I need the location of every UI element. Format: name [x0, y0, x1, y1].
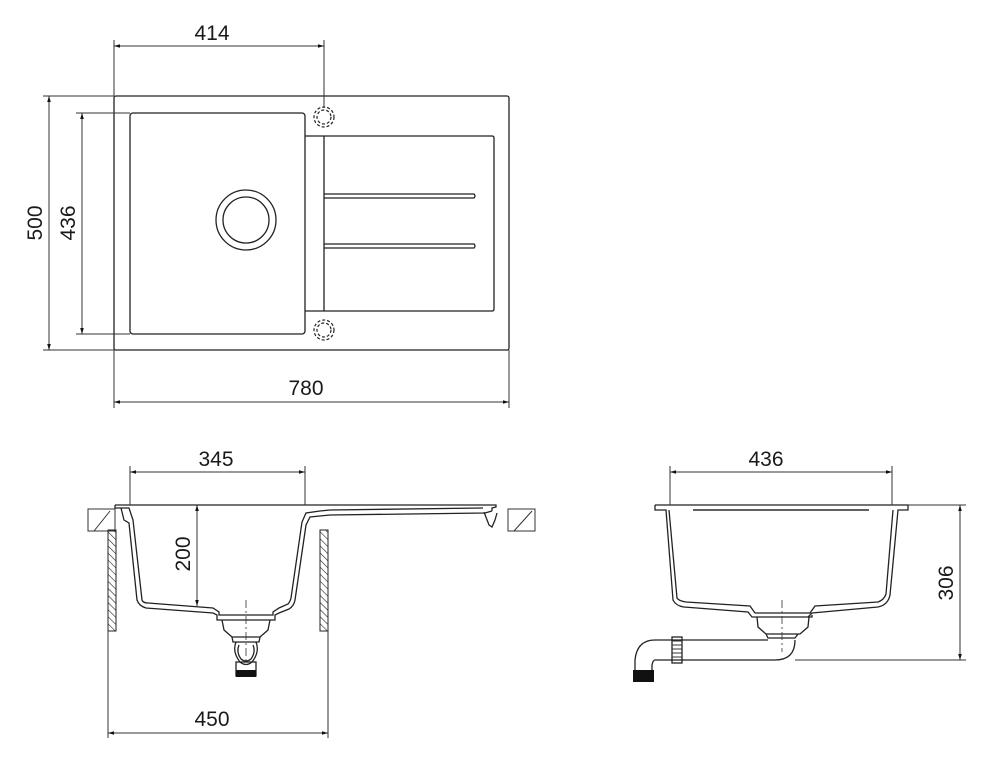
cabinet-wall-right: [319, 529, 329, 632]
tap-hole-top-icon: [313, 106, 335, 128]
drain-strainer-front: [221, 600, 271, 677]
dimension-200: 200: [172, 505, 199, 606]
dimension-label: 450: [194, 708, 229, 731]
dimension-780: 780: [113, 350, 510, 408]
cabinet-wall-left: [107, 529, 117, 632]
dimension-414: 414: [113, 22, 325, 108]
bowl-outline: [129, 112, 306, 335]
dimension-345: 345: [129, 448, 306, 505]
countertop-left: [87, 508, 116, 532]
countertop-right: [507, 508, 536, 532]
dimension-306: 306: [795, 504, 966, 661]
tap-hole-bottom-icon: [313, 319, 335, 341]
drain-hole-icon: [215, 189, 277, 251]
dimension-label: 436: [57, 205, 80, 240]
sink-outline: [113, 95, 510, 351]
dimension-label: 780: [288, 377, 323, 400]
dimension-436-side: 436: [669, 448, 893, 505]
drainboard-groove-1: [324, 193, 476, 199]
dimension-label: 500: [24, 205, 47, 240]
dimension-label: 414: [194, 22, 229, 45]
drainboard: [305, 135, 495, 312]
dimension-500: 500: [24, 95, 114, 351]
front-section-view: 345 200 450: [87, 448, 536, 738]
dimension-label: 345: [198, 448, 233, 471]
dimension-label: 436: [748, 448, 783, 471]
top-view: 414 500 436 780: [24, 22, 510, 408]
dimension-label: 200: [172, 536, 195, 571]
dimension-436-top: 436: [57, 112, 130, 335]
dimension-label: 306: [935, 565, 958, 600]
sink-profile-side: [654, 504, 909, 618]
side-section-view: 436 306: [633, 448, 966, 682]
outlet-pipe: [633, 636, 796, 682]
dimension-450: 450: [107, 631, 329, 738]
pipe-nut-icon: [671, 636, 683, 664]
drainboard-groove-2: [324, 243, 476, 249]
drain-strainer-side: [756, 600, 810, 652]
